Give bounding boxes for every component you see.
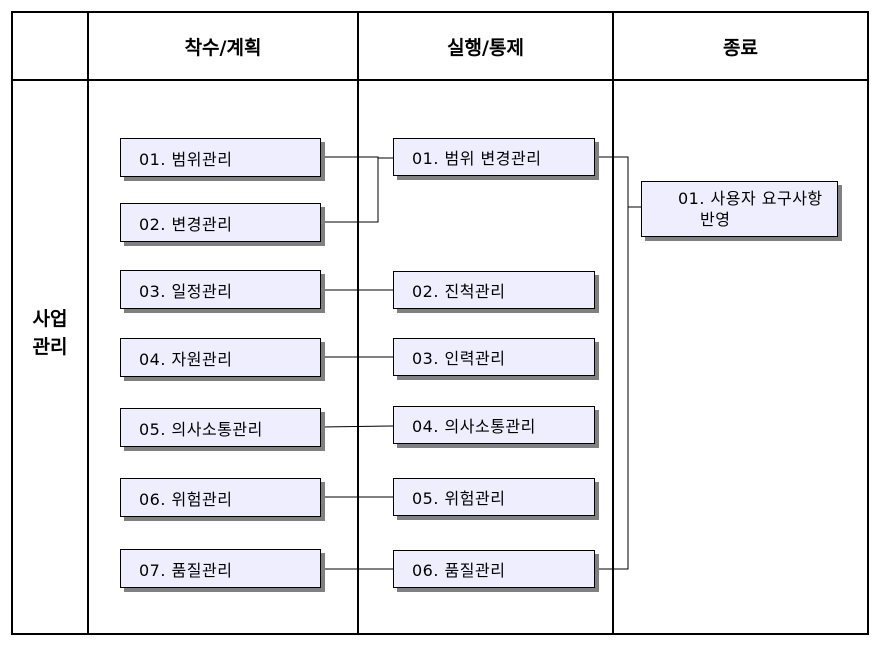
connector-change bbox=[321, 158, 379, 223]
box-risk-management: 06. 위험관리 bbox=[120, 478, 321, 517]
connector-communication bbox=[320, 425, 394, 428]
box-label: 04. 의사소통관리 bbox=[412, 417, 536, 436]
connector-closing-bottom bbox=[595, 207, 629, 570]
box-label-line1: 01. 사용자 요구사항 bbox=[678, 189, 823, 208]
box-scope-management: 01. 범위관리 bbox=[120, 138, 321, 177]
box-label: 02. 진척관리 bbox=[412, 282, 506, 301]
box-label: 01. 범위 변경관리 bbox=[412, 149, 542, 168]
box-risk-management-exec: 05. 위험관리 bbox=[393, 478, 595, 516]
box-label: 02. 변경관리 bbox=[139, 214, 233, 234]
box-progress-management: 02. 진척관리 bbox=[393, 271, 595, 309]
box-label: 06. 위험관리 bbox=[139, 489, 233, 509]
box-label: 05. 위험관리 bbox=[412, 489, 506, 508]
box-user-requirements: 01. 사용자 요구사항 반영 bbox=[641, 181, 838, 237]
box-label: 01. 사용자 요구사항 반영 bbox=[642, 182, 831, 230]
box-communication-management: 05. 의사소통관리 bbox=[120, 408, 321, 447]
row-label-line2: 관리 bbox=[32, 336, 68, 358]
box-quality-management: 07. 품질관리 bbox=[120, 549, 321, 588]
header-col3: 종료 bbox=[723, 36, 758, 59]
row-label-line1: 사업 bbox=[32, 308, 68, 330]
connector-scope bbox=[321, 156, 393, 159]
box-quality-management-exec: 06. 품질관리 bbox=[393, 550, 595, 588]
header-col1: 착수/계획 bbox=[184, 36, 262, 59]
box-label: 07. 품질관리 bbox=[139, 560, 233, 580]
box-communication-management-exec: 04. 의사소통관리 bbox=[393, 406, 595, 444]
row-label: 사업 관리 bbox=[12, 305, 88, 361]
box-staff-management: 03. 인력관리 bbox=[393, 338, 595, 376]
box-label-line2: 반영 bbox=[700, 210, 731, 229]
box-label: 06. 품질관리 bbox=[412, 561, 506, 580]
box-label: 01. 범위관리 bbox=[139, 149, 233, 169]
table-border bbox=[11, 11, 869, 635]
box-scope-change-management: 01. 범위 변경관리 bbox=[393, 138, 595, 176]
connector-closing-top bbox=[595, 156, 641, 208]
box-label: 05. 의사소통관리 bbox=[139, 419, 263, 439]
box-change-management: 02. 변경관리 bbox=[120, 203, 321, 242]
box-resource-management: 04. 자원관리 bbox=[120, 338, 321, 377]
box-label: 03. 인력관리 bbox=[412, 349, 506, 368]
box-label: 04. 자원관리 bbox=[139, 349, 233, 369]
box-schedule-management: 03. 일정관리 bbox=[120, 270, 321, 309]
box-label: 03. 일정관리 bbox=[139, 281, 233, 301]
header-col2: 실행/통제 bbox=[447, 36, 524, 59]
